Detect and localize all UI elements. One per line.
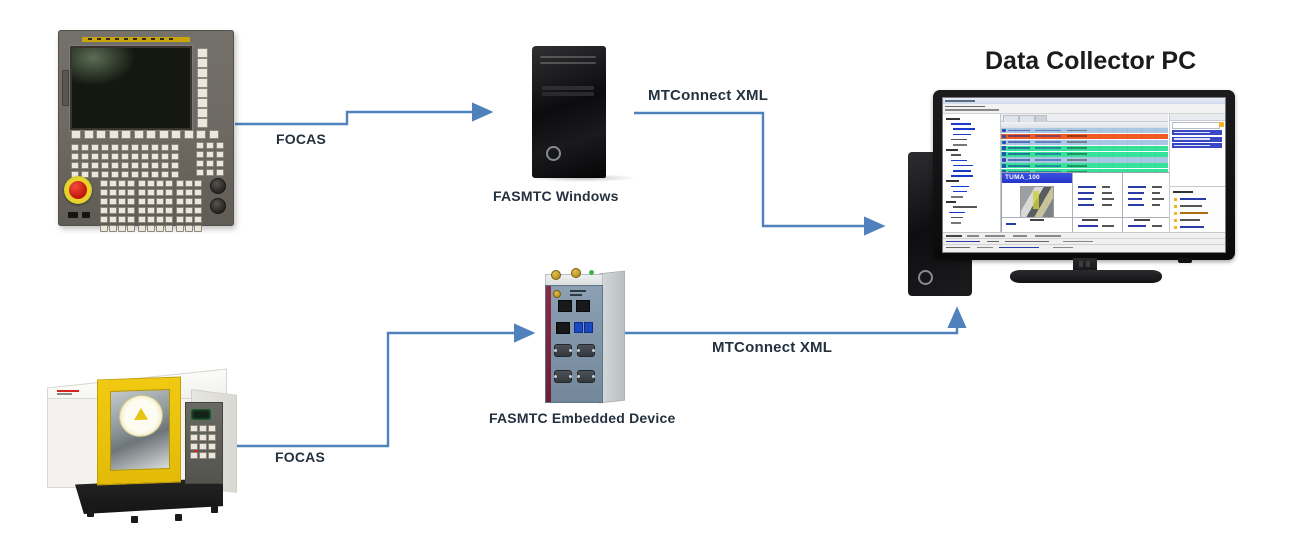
mtconnect-label-top: MTConnect XML: [648, 87, 769, 104]
machine-status-row: [1001, 133, 1168, 139]
machine-status-row: [1001, 145, 1168, 151]
cnc-switch-1: [68, 212, 78, 218]
tower-side: [602, 47, 636, 177]
machine-control-panel: [185, 402, 223, 484]
cnc-side-slot: [62, 70, 69, 106]
hp-logo: [918, 270, 933, 285]
antenna-connector-front: [553, 290, 561, 298]
usb-port: [574, 322, 583, 333]
power-led: [589, 270, 594, 275]
selected-machine-item: [1172, 136, 1222, 142]
edev-accent-stripe: [546, 286, 551, 402]
mtconnect-arrow-bottom: [622, 306, 967, 335]
right-panel-header: [1170, 114, 1225, 121]
cnc-jog-keys-3: [176, 180, 202, 232]
fasmtc-windows-label: FASMTC Windows: [493, 188, 619, 204]
mtconnect-label-bottom: MTConnect XML: [712, 339, 833, 356]
tower-shadow: [528, 174, 636, 182]
machine-status-row: [1001, 157, 1168, 163]
fasmtc-embedded-device: [543, 266, 627, 408]
status-bar-area: [943, 232, 1225, 252]
monitor-stand-base: [1010, 270, 1162, 283]
optical-drive: [542, 86, 594, 90]
machine-window-frame: [97, 376, 181, 486]
serial-port: [577, 344, 595, 357]
selected-machine-item: [1172, 143, 1222, 148]
serial-port: [577, 370, 595, 383]
machine-name-header: TUMA_100: [1002, 173, 1072, 183]
cnc-keyboard: [71, 144, 179, 178]
data-collector-software: TUMA_100: [942, 97, 1226, 253]
antenna-connector: [551, 270, 561, 280]
edev-faceplate: [545, 285, 603, 403]
selected-machine-item: [1172, 130, 1222, 135]
emergency-stop-button: [64, 176, 92, 204]
machine-window: [110, 388, 170, 472]
fanuc-logo: [57, 390, 79, 396]
right-side-panel: [1169, 114, 1225, 233]
tower-front: [532, 46, 606, 178]
cnc-control-panel: [58, 30, 234, 232]
machine-panel-button: [194, 449, 198, 453]
focas-arrow-bottom: [233, 323, 536, 448]
cnc-jog-keys-2: [138, 180, 173, 232]
hp-logo: [546, 146, 561, 161]
cnc-soft-keys: [71, 130, 219, 139]
fasmtc-embedded-label: FASMTC Embedded Device: [489, 410, 676, 426]
machine-status-row: [1001, 139, 1168, 145]
monitor-neck: [1073, 258, 1097, 272]
handwheel-knob: [210, 198, 226, 214]
focas-label-bottom: FOCAS: [275, 449, 325, 465]
right-panel-checklist: [1170, 186, 1225, 233]
machine-panel-screen: [191, 409, 211, 420]
app-menu-bar: [943, 104, 1225, 114]
focas-arrow-top: [235, 102, 494, 126]
machine-tree-panel: [943, 114, 1001, 232]
machine-status-row: [1001, 151, 1168, 157]
machine-foot: [131, 516, 138, 523]
favorite-icon: [1219, 122, 1224, 127]
usb-port: [584, 322, 593, 333]
cnc-keypad-right: [196, 142, 224, 176]
machine-foot: [175, 514, 182, 521]
data-collector-title: Data Collector PC: [985, 47, 1197, 75]
machine-panel-keys: [190, 425, 216, 459]
monitor-power-button: [1178, 258, 1192, 263]
cnc-switch-2: [82, 212, 90, 218]
serial-port: [554, 344, 572, 357]
right-panel-search: [1172, 122, 1220, 129]
antenna-connector: [571, 268, 581, 278]
mtconnect-arrow-top: [634, 111, 886, 236]
tool-magazine-disc: [119, 394, 163, 438]
fasmtc-windows-pc: [524, 46, 640, 186]
cnc-brand-strip: [82, 37, 190, 42]
cnc-side-keys: [197, 48, 208, 128]
machine-photo-thumbnail: [1020, 186, 1054, 218]
cnc-machine: [35, 358, 240, 536]
ethernet-port: [576, 300, 590, 312]
serial-port: [554, 370, 572, 383]
ethernet-port: [558, 300, 572, 312]
focas-label-top: FOCAS: [276, 131, 326, 147]
override-knob: [210, 178, 226, 194]
machine-detail-panel: TUMA_100: [1001, 172, 1169, 234]
cnc-jog-keys-1: [100, 180, 135, 232]
cnc-display: [69, 45, 193, 131]
machine-status-row: [1001, 169, 1168, 175]
app-title-bar: [943, 98, 1225, 104]
ethernet-port: [556, 322, 570, 334]
table-tab-strip: [1001, 114, 1168, 123]
machine-status-row: [1001, 128, 1168, 134]
machine-foot: [211, 506, 218, 513]
machine-status-row: [1001, 163, 1168, 169]
machine-foot: [87, 510, 94, 517]
